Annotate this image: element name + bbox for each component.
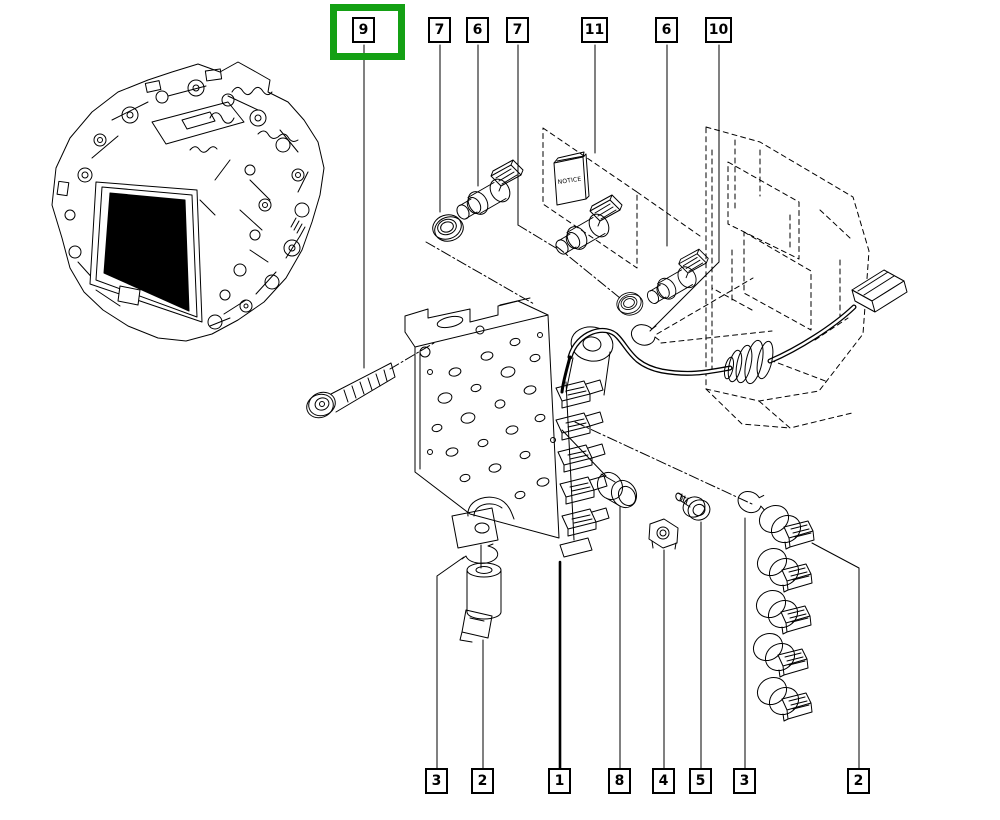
- callout-label: 11: [584, 22, 605, 38]
- callout-label: 5: [695, 773, 706, 789]
- callout-label: 9: [358, 22, 369, 38]
- callout-label: 6: [472, 22, 483, 38]
- kit-boundary: NOTICE: [542, 127, 638, 269]
- edge-connector-stack: [555, 379, 610, 558]
- screw-5: [675, 492, 711, 521]
- leader-lines: [363, 44, 860, 770]
- solenoid-6a: [453, 159, 524, 222]
- callout-label: 3: [431, 773, 442, 789]
- relay-stack: [748, 499, 815, 722]
- callout-9[interactable]: 9: [352, 17, 375, 43]
- transmission-case-outline: [636, 126, 870, 429]
- callout-label: 10: [708, 22, 729, 38]
- snap-ring-10: [630, 324, 660, 346]
- valve-body: [404, 297, 614, 558]
- grommet: [723, 339, 774, 385]
- axis-lines: [389, 224, 753, 505]
- callout-3b[interactable]: 3: [733, 768, 756, 794]
- harness-connector: [851, 269, 908, 313]
- callout-label: 7: [434, 22, 445, 38]
- callout-label: 3: [739, 773, 750, 789]
- callout-5[interactable]: 5: [689, 768, 712, 794]
- valve-body-location-panel: [89, 181, 203, 323]
- notice-label: NOTICE: [557, 176, 582, 186]
- callout-label: 8: [614, 773, 625, 789]
- callout-label: 2: [477, 773, 488, 789]
- callout-label: 2: [853, 773, 864, 789]
- solenoid-kit: [552, 194, 623, 257]
- callout-3a[interactable]: 3: [425, 768, 448, 794]
- callout-10[interactable]: 10: [705, 17, 732, 43]
- harness-eyelet: [565, 326, 614, 396]
- bottom-bracket: [451, 496, 515, 549]
- solenoid-6b: [644, 248, 709, 306]
- nut-4: [648, 518, 679, 550]
- callout-label: 4: [658, 773, 669, 789]
- callout-label: 1: [554, 773, 565, 789]
- plug-8: [596, 471, 638, 509]
- callout-label: 7: [512, 22, 523, 38]
- callout-2a[interactable]: 2: [471, 768, 494, 794]
- notice-booklet: NOTICE: [553, 151, 590, 206]
- cable-harness: [560, 269, 908, 394]
- callout-1[interactable]: 1: [548, 768, 571, 794]
- callout-7a[interactable]: 7: [428, 17, 451, 43]
- callout-2b[interactable]: 2: [847, 768, 870, 794]
- callout-8[interactable]: 8: [608, 768, 631, 794]
- circlip-3b: [735, 489, 768, 516]
- seal-washer-7b: [613, 289, 646, 319]
- callout-6a[interactable]: 6: [466, 17, 489, 43]
- callout-6b[interactable]: 6: [655, 17, 678, 43]
- speed-sensor-assembly: [459, 543, 502, 643]
- bolt-part: [306, 362, 396, 419]
- callout-4[interactable]: 4: [652, 768, 675, 794]
- selected-callout-highlight: [330, 4, 405, 60]
- callout-11[interactable]: 11: [581, 17, 608, 43]
- seal-washer-7a: [429, 210, 467, 246]
- callout-7b[interactable]: 7: [506, 17, 529, 43]
- valve-body-holes: [427, 332, 556, 500]
- gearbox-illustration: [51, 61, 325, 342]
- callout-label: 6: [661, 22, 672, 38]
